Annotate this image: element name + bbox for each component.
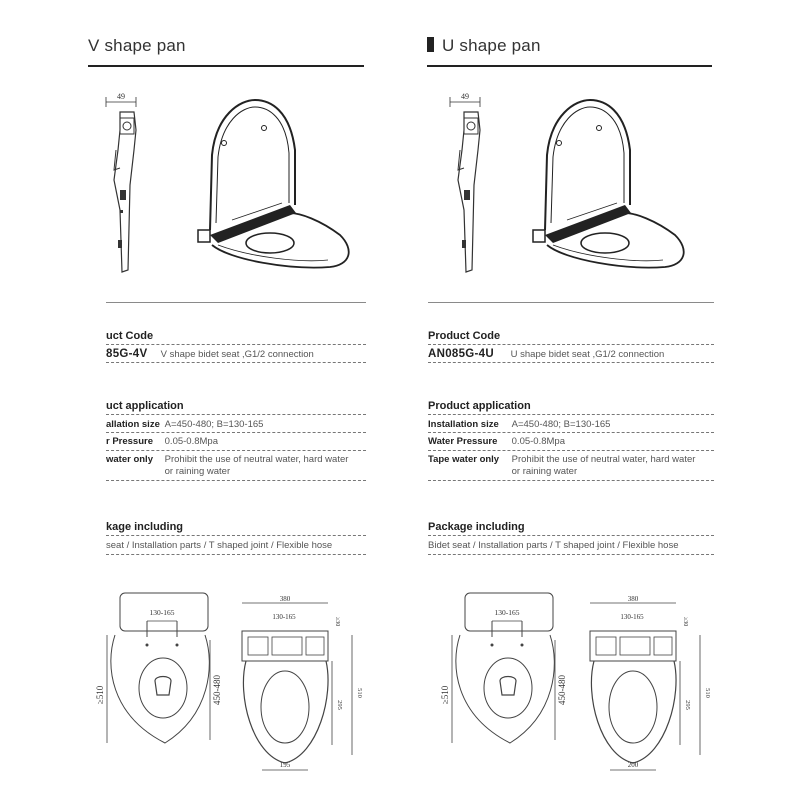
left-column: V shape pan 49 uct Code 85G-4V V shape b…	[88, 36, 366, 771]
left-divider	[106, 535, 366, 536]
left-side-dim: 49	[117, 92, 125, 101]
left-product-code-desc: V shape bidet seat ,G1/2 connection	[160, 349, 314, 360]
right-divider	[428, 344, 714, 345]
left-app-label: water only	[106, 454, 153, 465]
right-divider	[428, 554, 714, 555]
right-divider	[428, 432, 714, 433]
left-seat-drawing	[197, 98, 350, 269]
left-app-value: Prohibit the use of neutral water, hard …	[165, 454, 349, 478]
right-height-label: ≥510	[440, 685, 450, 704]
right-app-value: A=450-480; B=130-165	[511, 419, 611, 430]
left-height-label: ≥510	[95, 685, 105, 704]
right-heading-text: U shape pan	[442, 36, 541, 55]
right-app-label: Tape water only	[428, 454, 500, 465]
right-app-value-line2: or raining water	[511, 466, 578, 477]
right-inner-width-label: 130-165	[620, 613, 644, 621]
right-code-row: AN085G-4U U shape bidet seat ,G1/2 conne…	[428, 348, 664, 360]
left-code-row: 85G-4V V shape bidet seat ,G1/2 connecti…	[106, 348, 314, 360]
right-total-width-label: 380	[628, 595, 639, 603]
right-divider	[428, 362, 714, 363]
left-bottom-width-label: 195	[280, 761, 291, 769]
right-app-row: Tape water only Prohibit the use of neut…	[428, 454, 695, 478]
right-side-profile-drawing: 49	[449, 92, 481, 273]
left-rear-label: 295	[336, 700, 343, 710]
left-divider	[106, 450, 366, 451]
right-product-code: AN085G-4U	[428, 348, 494, 360]
left-divider	[106, 344, 366, 345]
left-divider	[106, 432, 366, 433]
right-seat-drawing	[532, 98, 685, 269]
right-rear-label: 295	[684, 700, 691, 710]
left-divider	[106, 480, 366, 481]
right-app-row: Installation size A=450-480; B=130-165	[428, 419, 610, 430]
right-bottom-width-label: 200	[628, 761, 639, 769]
right-column: U shape pan 49 Product Code AN085G-4U U …	[400, 0, 800, 800]
left-inner-width-label: 130-165	[272, 613, 296, 621]
right-heading: U shape pan	[427, 36, 541, 56]
right-package-title: Package including	[428, 521, 525, 533]
right-length-label: 450-480	[557, 675, 567, 705]
left-divider	[106, 362, 366, 363]
right-package-items: Bidet seat / Installation parts / T shap…	[428, 540, 679, 551]
right-product-code-title: Product Code	[428, 330, 501, 342]
left-package-title: kage including	[106, 521, 184, 533]
right-heading-rule	[427, 65, 712, 67]
left-app-row: water only Prohibit the use of neutral w…	[106, 454, 348, 478]
right-app-value-line1: Prohibit the use of neutral water, hard …	[511, 454, 696, 465]
right-width-label: 130-165	[495, 608, 520, 617]
left-app-value-line1: Prohibit the use of neutral water, hard …	[164, 454, 349, 465]
right-divider	[428, 414, 714, 415]
left-application-title: uct application	[106, 400, 184, 412]
right-overall-label: 510	[704, 688, 711, 698]
left-product-code-title: uct Code	[106, 330, 154, 342]
left-app-value: 0.05-0.8Mpa	[164, 436, 218, 447]
right-divider	[428, 450, 714, 451]
left-app-row: allation size A=450-480; B=130-165	[106, 419, 263, 430]
left-top-offset-label: ≥30	[334, 617, 340, 626]
heading-marker	[427, 37, 434, 52]
left-length-label: 450-480	[212, 675, 222, 705]
right-app-label: Water Pressure	[428, 436, 498, 447]
left-side-profile-drawing: 49	[105, 92, 137, 273]
left-divider	[106, 554, 366, 555]
right-front-view-drawing: 130-165 ≥510 450-480	[440, 592, 567, 744]
right-divider	[428, 480, 714, 481]
right-top-view-drawing: 380 130-165 ≥30 510 295 200	[589, 595, 711, 771]
right-product-code-desc: U shape bidet seat ,G1/2 connection	[510, 349, 665, 360]
left-front-view-drawing: 130-165 ≥510 450-480	[95, 592, 222, 744]
right-grey-rule	[428, 302, 714, 303]
right-divider	[428, 535, 714, 536]
left-divider	[106, 414, 366, 415]
left-width-label: 130-165	[150, 608, 175, 617]
left-app-label: allation size	[106, 419, 160, 430]
left-heading-rule	[88, 65, 364, 67]
right-side-dim: 49	[461, 92, 469, 101]
right-app-label: Installation size	[428, 419, 499, 430]
left-package-items: seat / Installation parts / T shaped joi…	[106, 540, 333, 551]
right-app-row: Water Pressure 0.05-0.8Mpa	[428, 436, 565, 447]
left-app-value: A=450-480; B=130-165	[164, 419, 264, 430]
left-overall-label: 510	[356, 688, 363, 698]
left-app-value-line2: or raining water	[164, 466, 231, 477]
right-app-value: Prohibit the use of neutral water, hard …	[512, 454, 696, 478]
left-app-label: r Pressure	[106, 436, 154, 447]
left-total-width-label: 380	[280, 595, 291, 603]
right-top-offset-label: ≥30	[682, 617, 688, 626]
left-top-view-drawing: 380 130-165 ≥30 510 295 195	[241, 595, 363, 771]
left-grey-rule	[106, 302, 366, 303]
left-app-row: r Pressure 0.05-0.8Mpa	[106, 436, 218, 447]
left-heading: V shape pan	[88, 36, 186, 55]
right-app-value: 0.05-0.8Mpa	[511, 436, 565, 447]
left-product-code: 85G-4V	[106, 348, 148, 360]
right-application-title: Product application	[428, 400, 531, 412]
